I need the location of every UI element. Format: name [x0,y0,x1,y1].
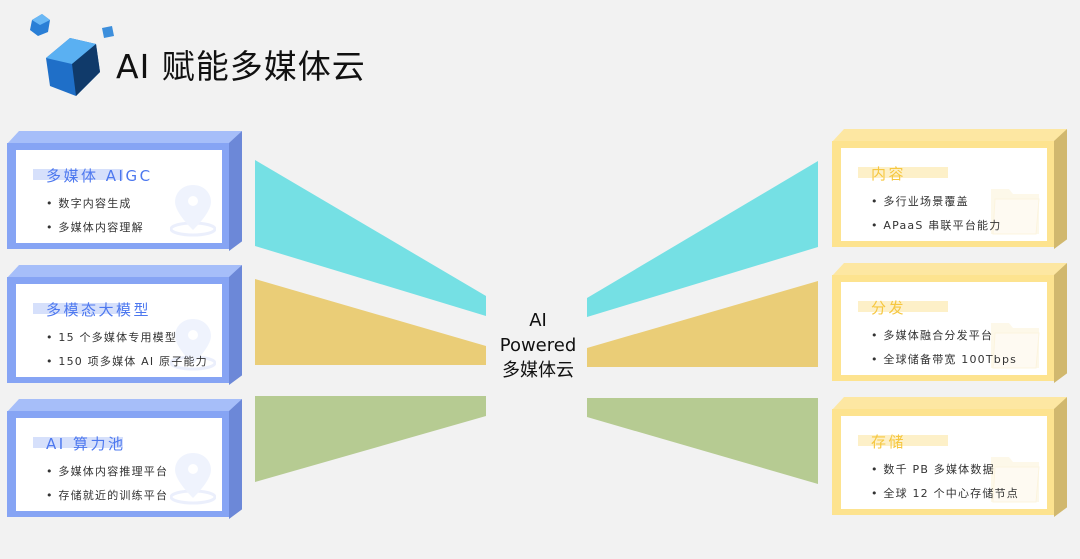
bullet-text: 多媒体内容推理平台 [58,465,169,478]
bullet-text: 15 个多媒体专用模型 [58,331,178,344]
title-highlight [858,435,948,446]
right-box-3: 存储 • 数千 PB 多媒体数据 • 全球 12 个中心存储节点 [832,397,1067,517]
bullet-item: • 数字内容生成 [46,197,132,210]
page-title: AI 赋能多媒体云 [116,47,366,86]
bullet-text: 数千 PB 多媒体数据 [883,463,995,476]
box-side-face [1054,397,1067,517]
box-front-frame: 多模态大模型 • 15 个多媒体专用模型 • 150 项多媒体 AI 原子能力 [7,277,229,383]
box-content: 内容 • 多行业场景覆盖 • APaaS 串联平台能力 [841,148,1047,241]
title-highlight [858,167,948,178]
left-box-2: 多模态大模型 • 15 个多媒体专用模型 • 150 项多媒体 AI 原子能力 [7,265,242,385]
folder-icon [989,449,1041,507]
box-title: 内容 [871,165,907,183]
right-green-band [587,398,818,484]
title-highlight [858,301,948,312]
left-cyan-band [255,160,486,316]
bullet-text: 全球 12 个中心存储节点 [883,487,1019,500]
box-content: 分发 • 多媒体融合分发平台 • 全球储备带宽 100Tbps [841,282,1047,375]
bullet-item: • 多行业场景覆盖 [871,195,969,208]
location-pin-icon [169,315,217,375]
left-box-3: AI 算力池 • 多媒体内容推理平台 • 存储就近的训练平台 [7,399,242,519]
bullet-item: • 多媒体融合分发平台 [871,329,994,342]
box-top-face [832,397,1067,410]
box-top-face [832,129,1067,142]
box-front-frame: 多媒体 AIGC • 数字内容生成 • 多媒体内容理解 [7,143,229,249]
bullet-item: • 全球储备带宽 100Tbps [871,353,1018,366]
box-side-face [229,131,242,251]
cube-logo-icon [28,10,118,100]
box-front-frame: 内容 • 多行业场景覆盖 • APaaS 串联平台能力 [832,141,1054,247]
left-green-band [255,396,486,482]
box-title: AI 算力池 [46,435,126,453]
bullet-text: 多行业场景覆盖 [883,195,969,208]
right-cyan-band [587,161,818,317]
title-highlight [33,169,123,180]
right-box-1: 内容 • 多行业场景覆盖 • APaaS 串联平台能力 [832,129,1067,249]
left-box-1: 多媒体 AIGC • 数字内容生成 • 多媒体内容理解 [7,131,242,251]
box-title: 分发 [871,299,907,317]
location-pin-icon [169,449,217,509]
box-title: 多媒体 AIGC [46,167,153,185]
right-box-2: 分发 • 多媒体融合分发平台 • 全球储备带宽 100Tbps [832,263,1067,383]
bullet-item: • 15 个多媒体专用模型 [46,331,178,344]
box-top-face [7,265,242,278]
bullet-item: • 多媒体内容推理平台 [46,465,169,478]
center-line-3: 多媒体云 [502,360,574,381]
bullet-text: 数字内容生成 [58,197,132,210]
box-title: 多模态大模型 [46,301,152,319]
center-line-2: Powered [499,335,577,356]
folder-icon [989,181,1041,239]
title-highlight [33,303,123,314]
box-front-frame: 存储 • 数千 PB 多媒体数据 • 全球 12 个中心存储节点 [832,409,1054,515]
box-side-face [229,399,242,519]
location-pin-icon [169,181,217,241]
box-front-frame: 分发 • 多媒体融合分发平台 • 全球储备带宽 100Tbps [832,275,1054,381]
bullet-item: • 存储就近的训练平台 [46,489,169,502]
bullet-item: • 多媒体内容理解 [46,221,144,234]
box-content: 多媒体 AIGC • 数字内容生成 • 多媒体内容理解 [16,150,222,243]
folder-icon [989,315,1041,373]
bullet-item: • 150 项多媒体 AI 原子能力 [46,355,208,368]
bullet-item: • 全球 12 个中心存储节点 [871,487,1019,500]
bullet-item: • APaaS 串联平台能力 [871,219,1002,232]
center-line-1: AI [529,310,547,331]
box-top-face [7,399,242,412]
box-top-face [7,131,242,144]
box-title: 存储 [871,433,907,451]
bullet-item: • 数千 PB 多媒体数据 [871,463,995,476]
bullet-text: 全球储备带宽 100Tbps [883,353,1018,366]
left-gold-band [255,279,486,365]
box-side-face [1054,263,1067,383]
bullet-text: 多媒体内容理解 [58,221,144,234]
bullet-text: 150 项多媒体 AI 原子能力 [58,355,208,368]
right-gold-band [587,281,818,367]
bullet-text: APaaS 串联平台能力 [883,219,1002,232]
box-top-face [832,263,1067,276]
bullet-text: 多媒体融合分发平台 [883,329,994,342]
box-side-face [1054,129,1067,249]
box-front-frame: AI 算力池 • 多媒体内容推理平台 • 存储就近的训练平台 [7,411,229,517]
box-side-face [229,265,242,385]
bullet-text: 存储就近的训练平台 [58,489,169,502]
box-content: 存储 • 数千 PB 多媒体数据 • 全球 12 个中心存储节点 [841,416,1047,509]
box-content: AI 算力池 • 多媒体内容推理平台 • 存储就近的训练平台 [16,418,222,511]
title-highlight [33,437,123,448]
box-content: 多模态大模型 • 15 个多媒体专用模型 • 150 项多媒体 AI 原子能力 [16,284,222,377]
center-label: AI Powered 多媒体云 [488,308,588,383]
